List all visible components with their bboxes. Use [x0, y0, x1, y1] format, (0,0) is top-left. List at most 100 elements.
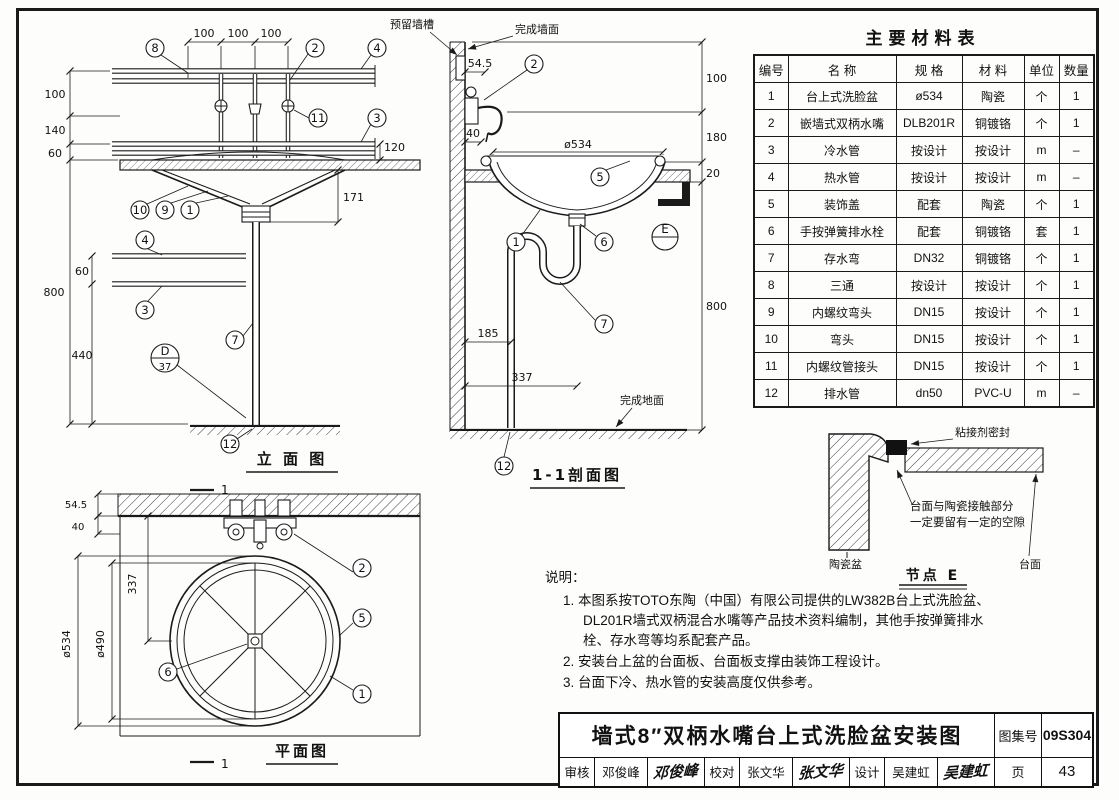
- sheet-border: [16, 8, 1099, 786]
- sealant-label: 粘接剂密封: [955, 425, 1010, 439]
- callout-3: 3: [360, 108, 387, 143]
- table-cell: –: [1058, 379, 1095, 408]
- design-label: 设计: [850, 757, 885, 786]
- table-cell: 按设计: [895, 136, 963, 164]
- table-cell: 三通: [787, 271, 897, 299]
- table-header-cell: 名 称: [787, 54, 897, 83]
- svg-text:2: 2: [358, 561, 365, 575]
- wall-section: [449, 41, 466, 432]
- callout-3b: 3: [135, 285, 163, 320]
- table-cell: 陶瓷: [961, 82, 1025, 110]
- table-cell: 1: [1058, 325, 1095, 353]
- table-cell: 8: [753, 271, 789, 299]
- check-signature: 张文华: [793, 757, 850, 786]
- basin-funnel: [151, 169, 346, 223]
- table-cell: 10: [753, 325, 789, 353]
- table-cell: 9: [753, 298, 789, 326]
- section-view: 预留墙槽 完成墙面 54.5 40 ø534: [390, 17, 727, 489]
- dim-label: 100: [45, 88, 66, 101]
- table-cell: 台上式洗脸盆: [787, 82, 897, 110]
- table-cell: PVC-U: [961, 379, 1025, 408]
- table-cell: 个: [1023, 325, 1060, 353]
- callout-12: 12: [220, 428, 253, 454]
- detail-title: 节点 E: [906, 567, 960, 584]
- table-cell: 4: [753, 163, 789, 191]
- svg-text:4: 4: [373, 41, 380, 55]
- table-cell: 按设计: [961, 325, 1025, 353]
- table-cell: 弯头: [787, 325, 897, 353]
- dim-label: 40: [72, 522, 85, 533]
- page-label: 页: [995, 757, 1042, 786]
- atlas-number: 09S304: [1042, 727, 1092, 744]
- table-cell: dn50: [895, 379, 963, 408]
- table-header-row: 编号名 称规 格材 料单位数量: [753, 54, 1095, 83]
- design-signature: 吴建虹: [938, 757, 995, 786]
- review-label: 审核: [560, 757, 595, 786]
- finished-wall-label: 完成墙面: [515, 22, 559, 36]
- callout-2: 2: [293, 533, 372, 578]
- table-cell: 11: [753, 352, 789, 380]
- svg-text:1: 1: [512, 235, 519, 249]
- detail-bubble-e: E: [651, 222, 679, 251]
- signature-text: 吴建虹: [943, 761, 989, 783]
- svg-text:9: 9: [161, 203, 168, 217]
- floor-section: [450, 428, 687, 439]
- table-cell: 1: [1058, 190, 1095, 218]
- plan-left-dims: 54.5 40 337: [65, 490, 172, 645]
- table-cell: 配套: [895, 217, 963, 245]
- callout-4b: 4: [135, 230, 163, 256]
- elev-dim-120: 120: [376, 140, 405, 164]
- table-cell: 个: [1023, 244, 1060, 272]
- table-cell: 铜镀铬: [961, 244, 1025, 272]
- notes-heading: 说明：: [545, 570, 586, 585]
- table-cell: –: [1058, 163, 1095, 191]
- gap-note-line2: 一定要留有一定的空隙: [910, 515, 1025, 529]
- table-cell: DN15: [895, 298, 963, 326]
- table-cell: 7: [753, 244, 789, 272]
- table-cell: 嵌墙式双柄水嘴: [787, 109, 897, 137]
- callout-10: 10: [130, 185, 189, 220]
- table-cell: 1: [1058, 271, 1095, 299]
- callout-5: 5: [338, 608, 372, 637]
- table-cell: 按设计: [961, 298, 1025, 326]
- sealant-bead: [886, 440, 907, 455]
- callout-4: 4: [360, 38, 387, 70]
- dim-label: 140: [45, 124, 66, 137]
- table-cell: 按设计: [961, 136, 1025, 164]
- svg-text:2: 2: [530, 57, 537, 71]
- svg-text:3: 3: [373, 111, 380, 125]
- review-name: 邓俊峰: [595, 757, 648, 786]
- table-cell: 个: [1023, 82, 1060, 110]
- dim-label: 120: [384, 141, 405, 154]
- table-cell: 配套: [895, 190, 963, 218]
- section-right-dims: 100 180 20 800: [472, 38, 727, 434]
- dim-label: 54.5: [468, 57, 493, 70]
- svg-text:8: 8: [151, 41, 158, 55]
- table-cell: m: [1023, 136, 1060, 164]
- table-cell: 个: [1023, 271, 1060, 299]
- plan-view: 1 1 54.5 40: [60, 483, 421, 771]
- dim-label: ø490: [94, 630, 107, 658]
- dim-label: 100: [261, 27, 282, 40]
- dim-label: 185: [478, 327, 499, 340]
- dim-label: 100: [706, 72, 727, 85]
- table-cell: 6: [753, 217, 789, 245]
- table-cell: 内螺纹弯头: [787, 298, 897, 326]
- dim-label: 100: [194, 27, 215, 40]
- wall-groove-label: 预留墙槽: [390, 17, 434, 31]
- callout-12: 12: [494, 431, 514, 476]
- table-cell: 套: [1023, 217, 1060, 245]
- svg-text:7: 7: [231, 333, 238, 347]
- table-cell: DLB201R: [895, 109, 963, 137]
- countertop: [119, 151, 421, 171]
- table-header-cell: 数量: [1058, 54, 1095, 83]
- callout-2: 2: [289, 38, 325, 81]
- table-cell: 存水弯: [787, 244, 897, 272]
